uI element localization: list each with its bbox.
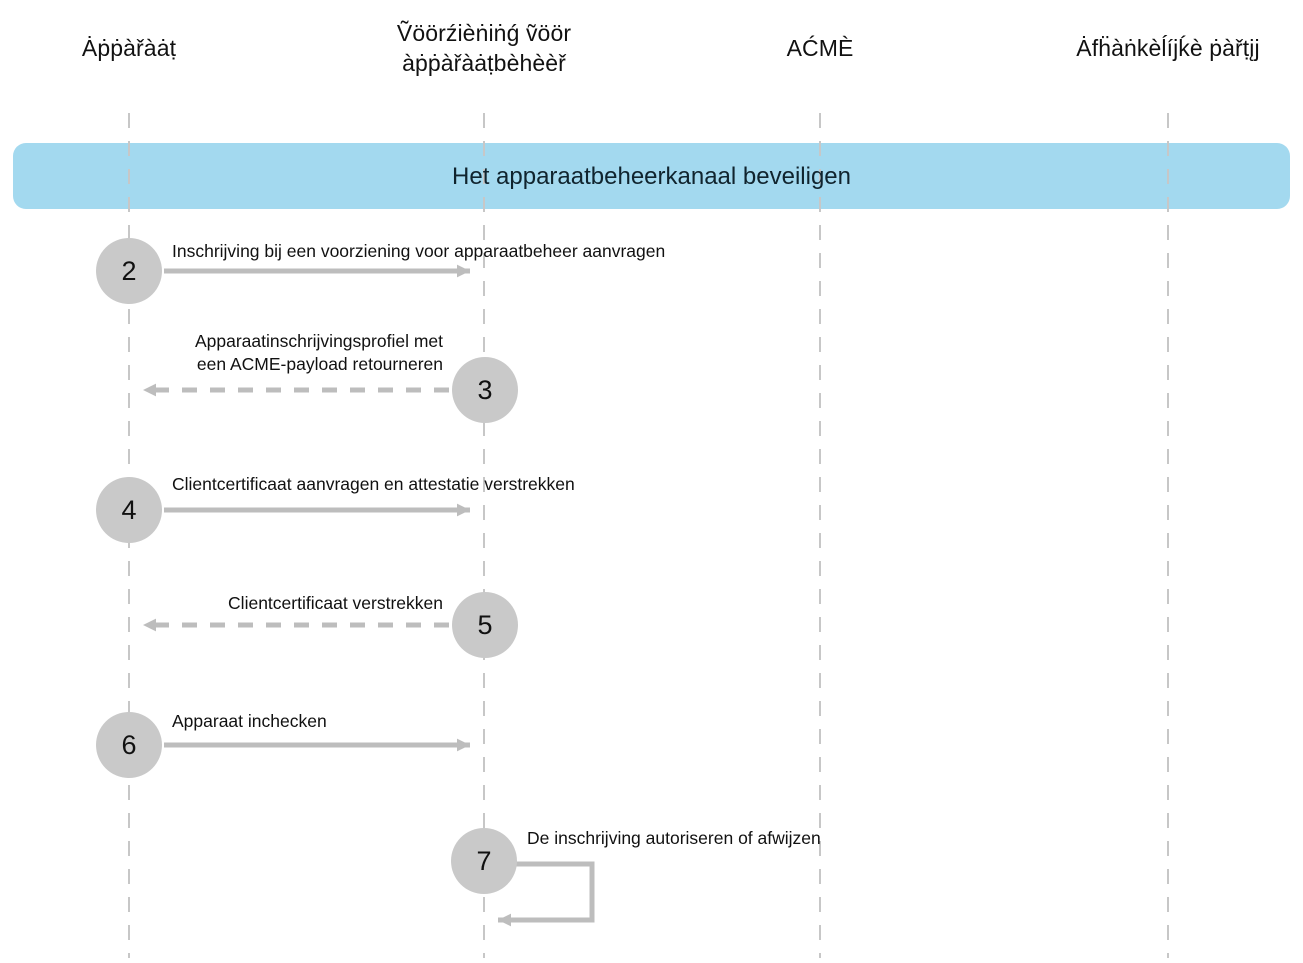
- message-label-4: Clientcertificaat aanvragen en attestati…: [172, 473, 575, 496]
- step-badge-3[interactable]: 3: [452, 357, 518, 423]
- message-label-3: Apparaatinschrijvingsprofiel met een ACME…: [195, 330, 443, 376]
- message-label-5: Clientcertificaat verstrekken: [228, 592, 443, 615]
- participant-header-line: àṗṗàřàȧṭbèhèèř: [402, 50, 566, 76]
- message-label-6: Apparaat inchecken: [172, 710, 327, 733]
- message-label-line: De inschrijving autoriseren of afwijzen: [527, 828, 821, 848]
- step-badge-7[interactable]: 7: [451, 828, 517, 894]
- participant-header-acme: AĆMÈ: [655, 33, 985, 63]
- message-label-line: Apparaatinschrijvingsprofiel met: [194, 331, 443, 351]
- participant-header-line: Ȧfḧàṅkèĺíjḱè ṗàřṭįj: [1076, 35, 1260, 61]
- message-label-line: Clientcertificaat aanvragen en attestati…: [172, 474, 575, 494]
- message-label-line: Inschrijving bij een voorziening voor ap…: [172, 241, 666, 261]
- message-arrows-group: [143, 264, 595, 927]
- participant-header-dm-provider: Ṽöörźièṅiṅǵ ṽöör àṗṗàřàȧṭbèhèèř: [319, 18, 649, 78]
- message-label-line: Apparaat inchecken: [172, 711, 327, 731]
- participant-header-device: Ȧṗṗàřàȧṭ: [0, 33, 294, 63]
- step-badge-2[interactable]: 2: [96, 238, 162, 304]
- message-label-line: een ACME-payload retourneren: [196, 354, 443, 374]
- message-label-7: De inschrijving autoriseren of afwijzen: [527, 827, 821, 850]
- phase-banner-rect: [13, 143, 1290, 209]
- participant-header-relying: Ȧfḧàṅkèĺíjḱè ṗàřṭįj: [1003, 33, 1303, 63]
- step-badge-6[interactable]: 6: [96, 712, 162, 778]
- participant-header-line: Ṽöörźièṅiṅǵ ṽöör: [396, 20, 572, 46]
- message-arrow-7: [488, 861, 595, 927]
- phase-banner: [13, 143, 1290, 209]
- message-label-2: Inschrijving bij een voorziening voor ap…: [172, 240, 665, 263]
- phase-banner-label: Het apparaatbeheerkanaal beveiligen: [452, 163, 851, 190]
- step-badge-5[interactable]: 5: [452, 592, 518, 658]
- participant-header-line: AĆMÈ: [786, 35, 854, 61]
- participant-header-line: Ȧṗṗàřàȧṭ: [81, 35, 177, 61]
- step-badge-4[interactable]: 4: [96, 477, 162, 543]
- message-label-line: Clientcertificaat verstrekken: [228, 593, 443, 613]
